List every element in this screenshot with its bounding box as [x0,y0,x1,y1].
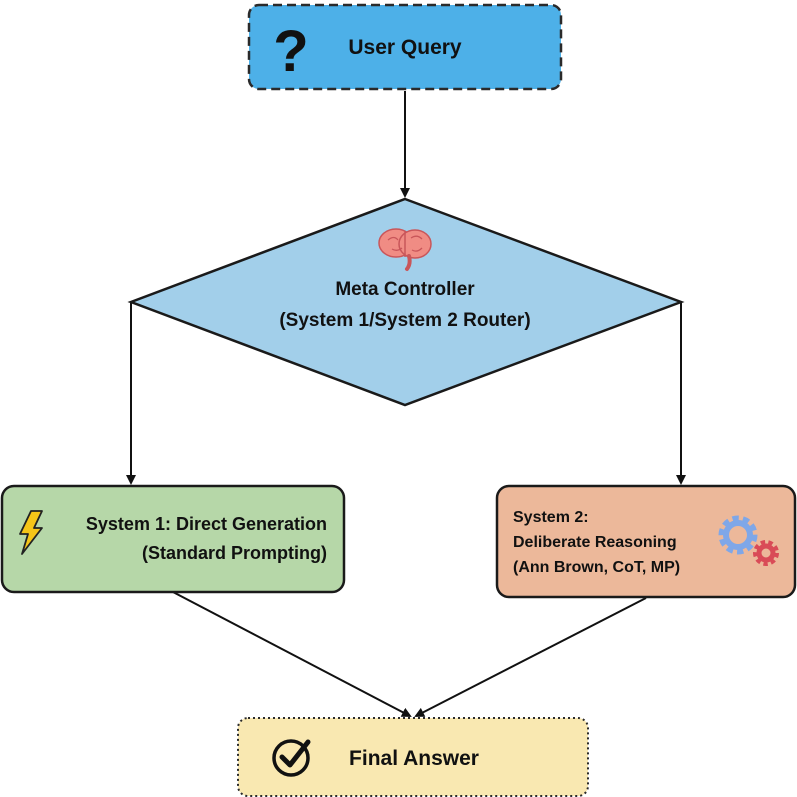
system2-subtitle: Deliberate Reasoning [513,534,677,551]
final-answer-label: Final Answer [349,747,479,770]
brain-icon [378,228,432,271]
user-query-box [247,3,563,91]
system1-node: System 1: Direct Generation (Standard Pr… [0,484,346,594]
meta-controller-subtitle: (System 1/System 2 Router) [279,310,530,331]
final-answer-node: Final Answer [237,717,589,797]
final-answer-box [237,717,589,797]
edges [126,91,686,717]
system2-examples: (Ann Brown, CoT, MP) [513,559,680,576]
system1-subtitle: (Standard Prompting) [142,543,327,563]
system2-title: System 2: [513,509,589,526]
meta-controller-diamond [127,197,685,407]
system2-box [495,484,797,599]
system1-box [0,484,346,594]
user-query-node: ? User Query [247,3,563,91]
user-query-label: User Query [348,36,462,59]
meta-controller-node: Meta Controller (System 1/System 2 Route… [127,197,685,407]
meta-controller-title: Meta Controller [335,279,475,300]
question-icon: ? [273,19,308,84]
lightning-icon [19,510,43,555]
gears-icon [718,515,779,566]
edge-system2-to-final [414,597,647,717]
blue-gear-icon [718,515,758,555]
system2-node: System 2: Deliberate Reasoning (Ann Brow… [495,484,797,599]
red-gear-icon [753,540,779,566]
edge-system1-to-final [172,591,412,717]
system1-title: System 1: Direct Generation [86,514,327,534]
checkmark-icon [272,739,311,777]
